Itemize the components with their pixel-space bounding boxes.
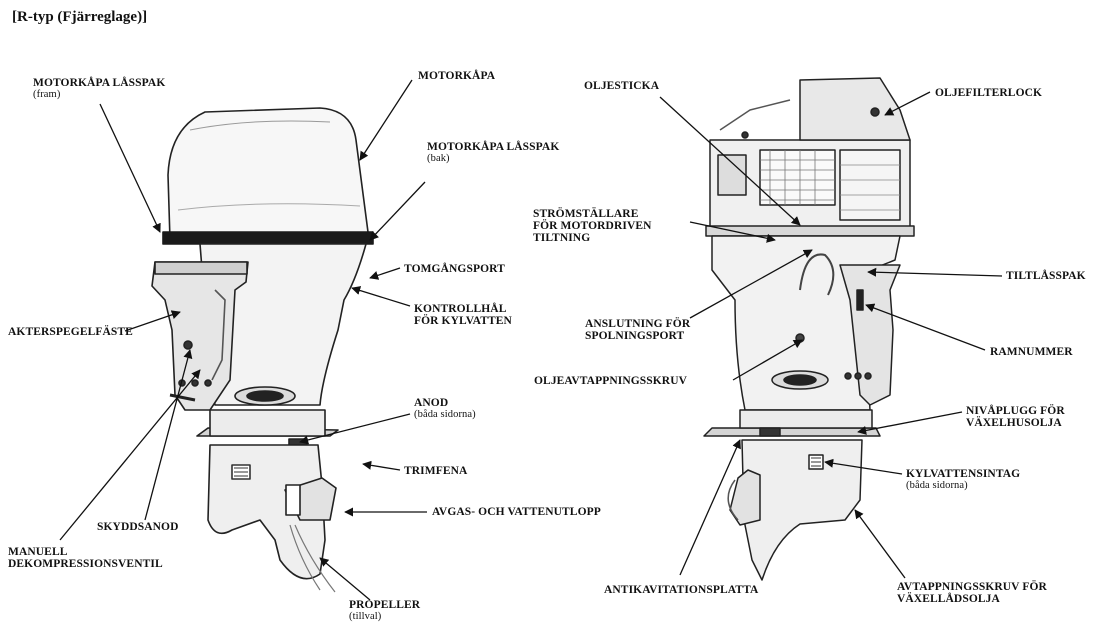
label-ramnummer: RAMNUMMER	[990, 346, 1073, 358]
label-nivaplugg: NIVÅPLUGG FÖR VÄXELHUSOLJA	[966, 405, 1065, 429]
label-akterspegelfaste: AKTERSPEGELFÄSTE	[8, 326, 133, 338]
label-tiltlasspak: TILTLÅSSPAK	[1006, 270, 1086, 282]
left-motor-illustration	[151, 107, 374, 593]
label-trimfena: TRIMFENA	[404, 465, 468, 477]
left-leader-lines	[59, 79, 427, 601]
label-tomgangsport: TOMGÅNGSPORT	[404, 263, 505, 275]
label-motorkapa-lasspak-fram: MOTORKÅPA LÅSSPAK (fram)	[33, 77, 166, 100]
label-avtappningsskruv: AVTAPPNINGSSKRUV FÖR VÄXELLÅDSOLJA	[897, 581, 1047, 605]
right-motor-illustration	[703, 77, 915, 581]
label-motorkapa-lasspak-bak: MOTORKÅPA LÅSSPAK (bak)	[427, 141, 560, 164]
label-manuell-dekompressionsventil: MANUELL DEKOMPRESSIONSVENTIL	[8, 546, 163, 570]
label-anod: ANOD (båda sidorna)	[414, 397, 476, 420]
label-avgas-och-vattenutlopp: AVGAS- OCH VATTENUTLOPP	[432, 506, 601, 518]
label-oljefilterlock: OLJEFILTERLOCK	[935, 87, 1043, 99]
label-kylvattensintag: KYLVATTENSINTAG (båda sidorna)	[906, 468, 1021, 491]
label-oljesticka: OLJESTICKA	[584, 80, 660, 92]
label-propeller: PROPELLER (tillval)	[349, 599, 421, 622]
label-stromstallare: STRÖMSTÄLLARE FÖR MOTORDRIVEN TILTNING	[533, 208, 652, 244]
label-motorkapa: MOTORKÅPA	[418, 70, 496, 82]
label-antikavitationsplatta: ANTIKAVITATIONSPLATTA	[604, 584, 759, 596]
label-kontrollhal: KONTROLLHÅL FÖR KYLVATTEN	[414, 303, 512, 327]
label-oljeavtappningsskruv: OLJEAVTAPPNINGSSKRUV	[534, 375, 688, 387]
cover-seal-band	[162, 231, 374, 245]
label-anslutning-spolningsport: ANSLUTNING FÖR SPOLNINGSPORT	[585, 318, 691, 342]
right-leader-lines	[659, 91, 1003, 579]
label-skyddsanod: SKYDDSANOD	[97, 521, 179, 533]
diagram-heading: [R-typ (Fjärreglage)]	[12, 9, 148, 25]
